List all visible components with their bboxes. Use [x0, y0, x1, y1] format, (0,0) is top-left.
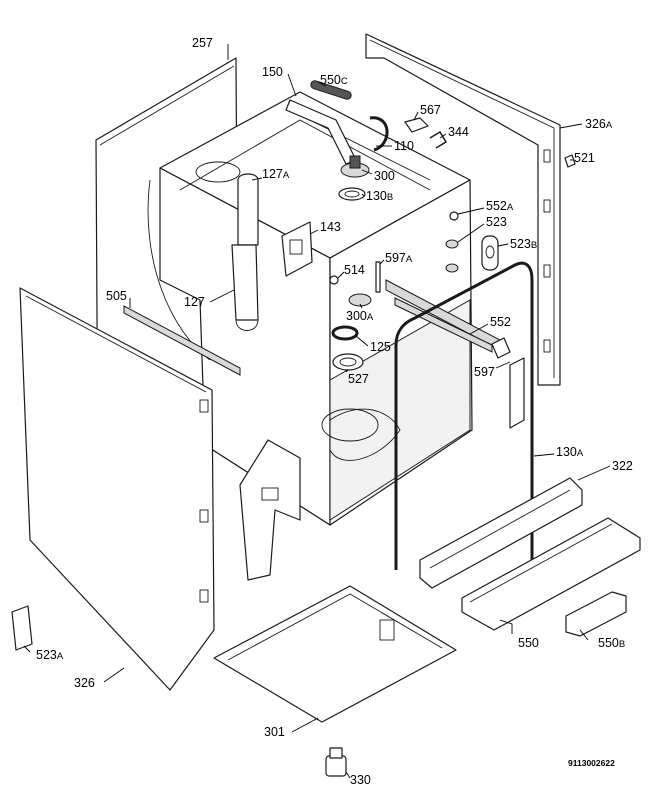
label-567: 567 [420, 103, 441, 117]
label-527: 527 [348, 372, 369, 386]
top-parts [285, 80, 389, 165]
label-257: 257 [192, 36, 213, 50]
drawing-number: 9113002622 [568, 758, 615, 768]
label-552: 552 [490, 315, 511, 329]
label-550b: 550B [598, 636, 625, 650]
label-523: 523 [486, 215, 507, 229]
label-125: 125 [370, 340, 391, 354]
tub-body [147, 91, 473, 526]
label-322: 322 [612, 459, 633, 473]
bracket-523a [11, 605, 33, 651]
label-597: 597 [474, 365, 495, 379]
label-127: 127 [184, 295, 205, 309]
front-bracket [239, 439, 301, 581]
foot-330 [325, 747, 347, 777]
label-130b: 130B [366, 189, 393, 203]
channel-550 [461, 517, 641, 631]
label-597a: 597A [385, 251, 413, 265]
base-rail-322 [419, 477, 583, 589]
label-523a: 523A [36, 648, 64, 662]
base-tray-301 [213, 585, 457, 723]
label-110: 110 [394, 139, 414, 153]
label-505: 505 [106, 289, 127, 303]
seal-frame-326a [365, 33, 561, 386]
label-127a: 127A [262, 167, 290, 181]
rails [329, 261, 511, 359]
label-330: 330 [350, 773, 371, 787]
duct-127 [231, 173, 259, 331]
bracket-550b [565, 591, 627, 637]
side-panel-326 [19, 287, 215, 691]
gasket-130a [394, 261, 534, 580]
fitting-300 [338, 155, 370, 201]
clip-567 [404, 117, 448, 149]
callouts: 257 150 550C 567 344 326A 521 110 300 13… [23, 36, 633, 787]
label-326: 326 [74, 676, 95, 690]
clip-521 [564, 154, 576, 168]
label-514: 514 [344, 263, 365, 277]
label-143: 143 [320, 220, 341, 234]
label-521: 521 [574, 151, 595, 165]
label-130a: 130A [556, 445, 584, 459]
right-fittings [445, 211, 499, 273]
label-550: 550 [518, 636, 539, 650]
label-344: 344 [448, 125, 469, 139]
strip-505 [123, 305, 241, 376]
label-552a: 552A [486, 199, 514, 213]
label-550c: 550C [320, 73, 348, 87]
label-300: 300 [374, 169, 395, 183]
label-326a: 326A [585, 117, 613, 131]
spray-parts [331, 293, 372, 371]
bracket-597 [509, 357, 525, 429]
label-523b: 523B [510, 237, 537, 251]
label-150: 150 [262, 65, 283, 79]
label-300a: 300A [346, 309, 374, 323]
bracket-143 [281, 221, 313, 277]
label-301: 301 [264, 725, 285, 739]
